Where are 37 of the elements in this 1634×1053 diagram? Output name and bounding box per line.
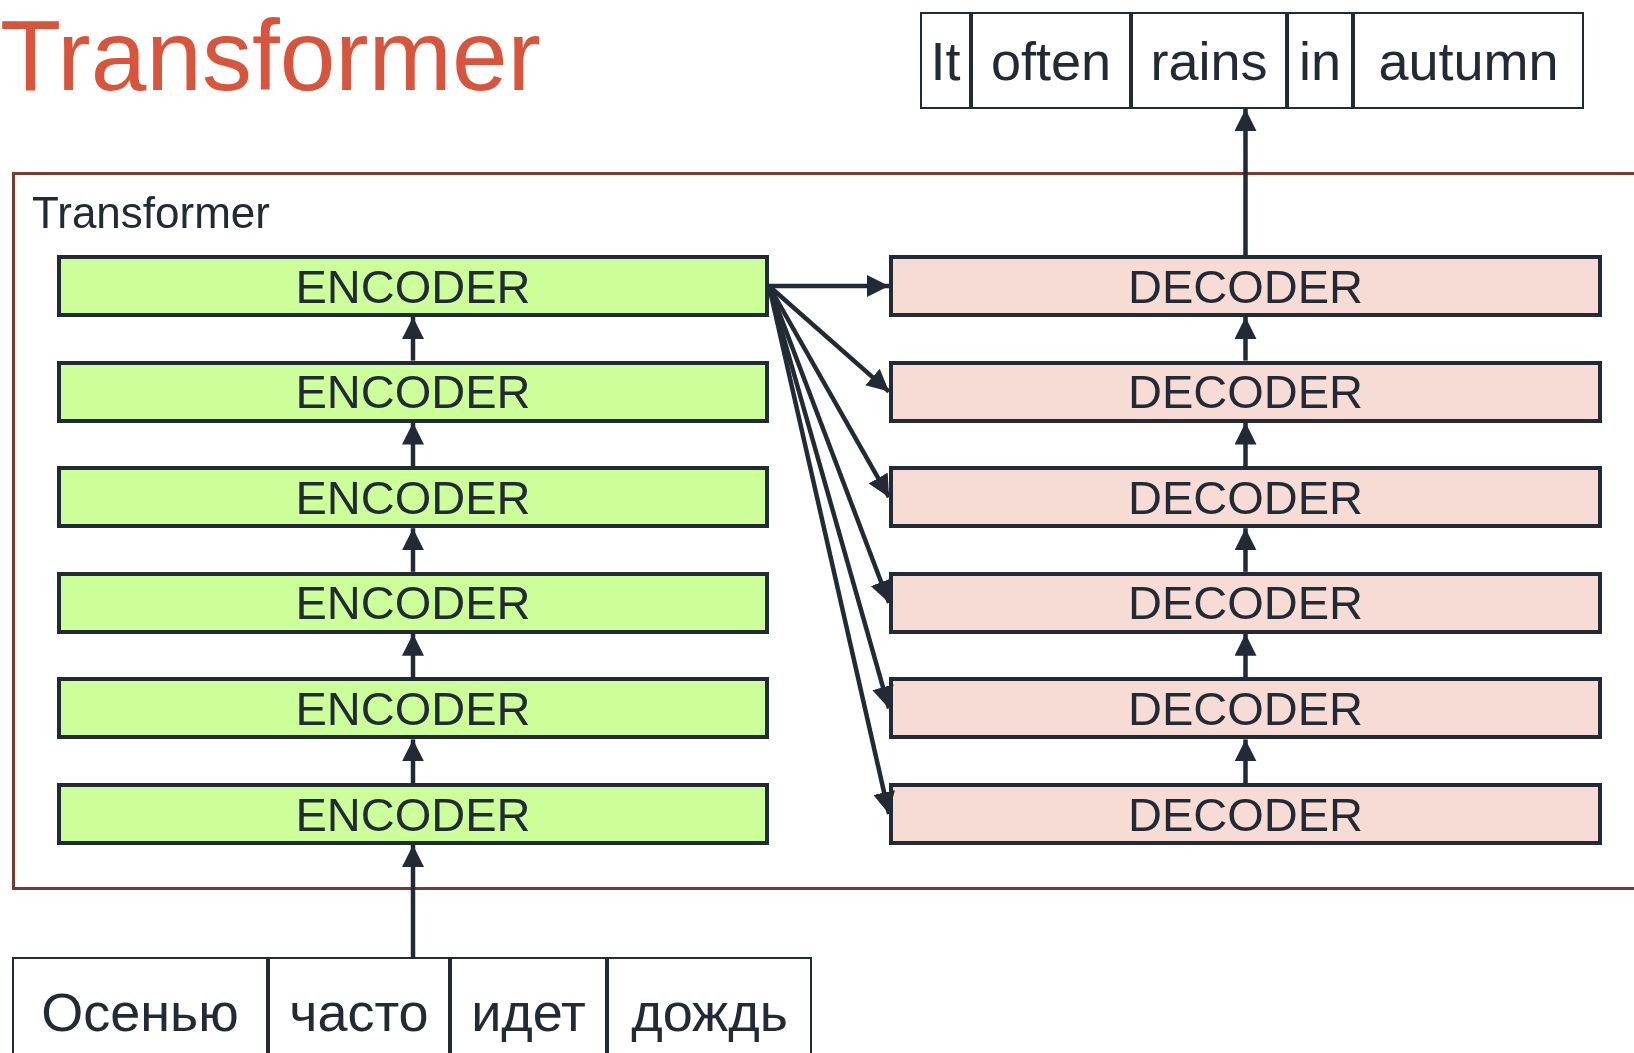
arrow — [402, 528, 424, 572]
word-box: often — [971, 12, 1131, 109]
arrow — [402, 845, 424, 957]
word-box: in — [1287, 12, 1353, 109]
encoder-box: ENCODER — [57, 571, 769, 634]
decoder-box: DECODER — [889, 466, 1602, 529]
arrow — [402, 633, 424, 678]
word-box: autumn — [1353, 12, 1584, 109]
encoder-box: ENCODER — [57, 255, 769, 317]
arrow — [402, 317, 424, 361]
arrow — [769, 275, 889, 297]
arrow — [402, 422, 424, 467]
word-box: rains — [1131, 12, 1287, 109]
decoder-box: DECODER — [889, 255, 1602, 317]
word-box: дождь — [607, 957, 812, 1053]
word-box: часто — [268, 957, 450, 1053]
encoder-box: ENCODER — [57, 466, 769, 529]
decoder-box: DECODER — [889, 677, 1602, 740]
arrow — [1234, 528, 1257, 572]
arrow — [402, 739, 424, 783]
encoder-box: ENCODER — [57, 677, 769, 740]
arrow — [1234, 739, 1257, 783]
decoder-box: DECODER — [889, 783, 1602, 845]
encoder-box: ENCODER — [57, 783, 769, 845]
decoder-box: DECODER — [889, 571, 1602, 634]
arrow — [1234, 109, 1257, 255]
word-box: идет — [450, 957, 607, 1053]
encoder-box: ENCODER — [57, 360, 769, 423]
arrow — [1234, 633, 1257, 678]
title: Transformer — [0, 0, 541, 110]
container-box — [12, 172, 1634, 890]
decoder-box: DECODER — [889, 360, 1602, 423]
arrow — [1234, 422, 1257, 467]
word-box: Осенью — [12, 957, 268, 1053]
container-label: Transformer — [32, 189, 270, 238]
arrow — [1234, 317, 1257, 361]
word-box: It — [920, 12, 971, 109]
